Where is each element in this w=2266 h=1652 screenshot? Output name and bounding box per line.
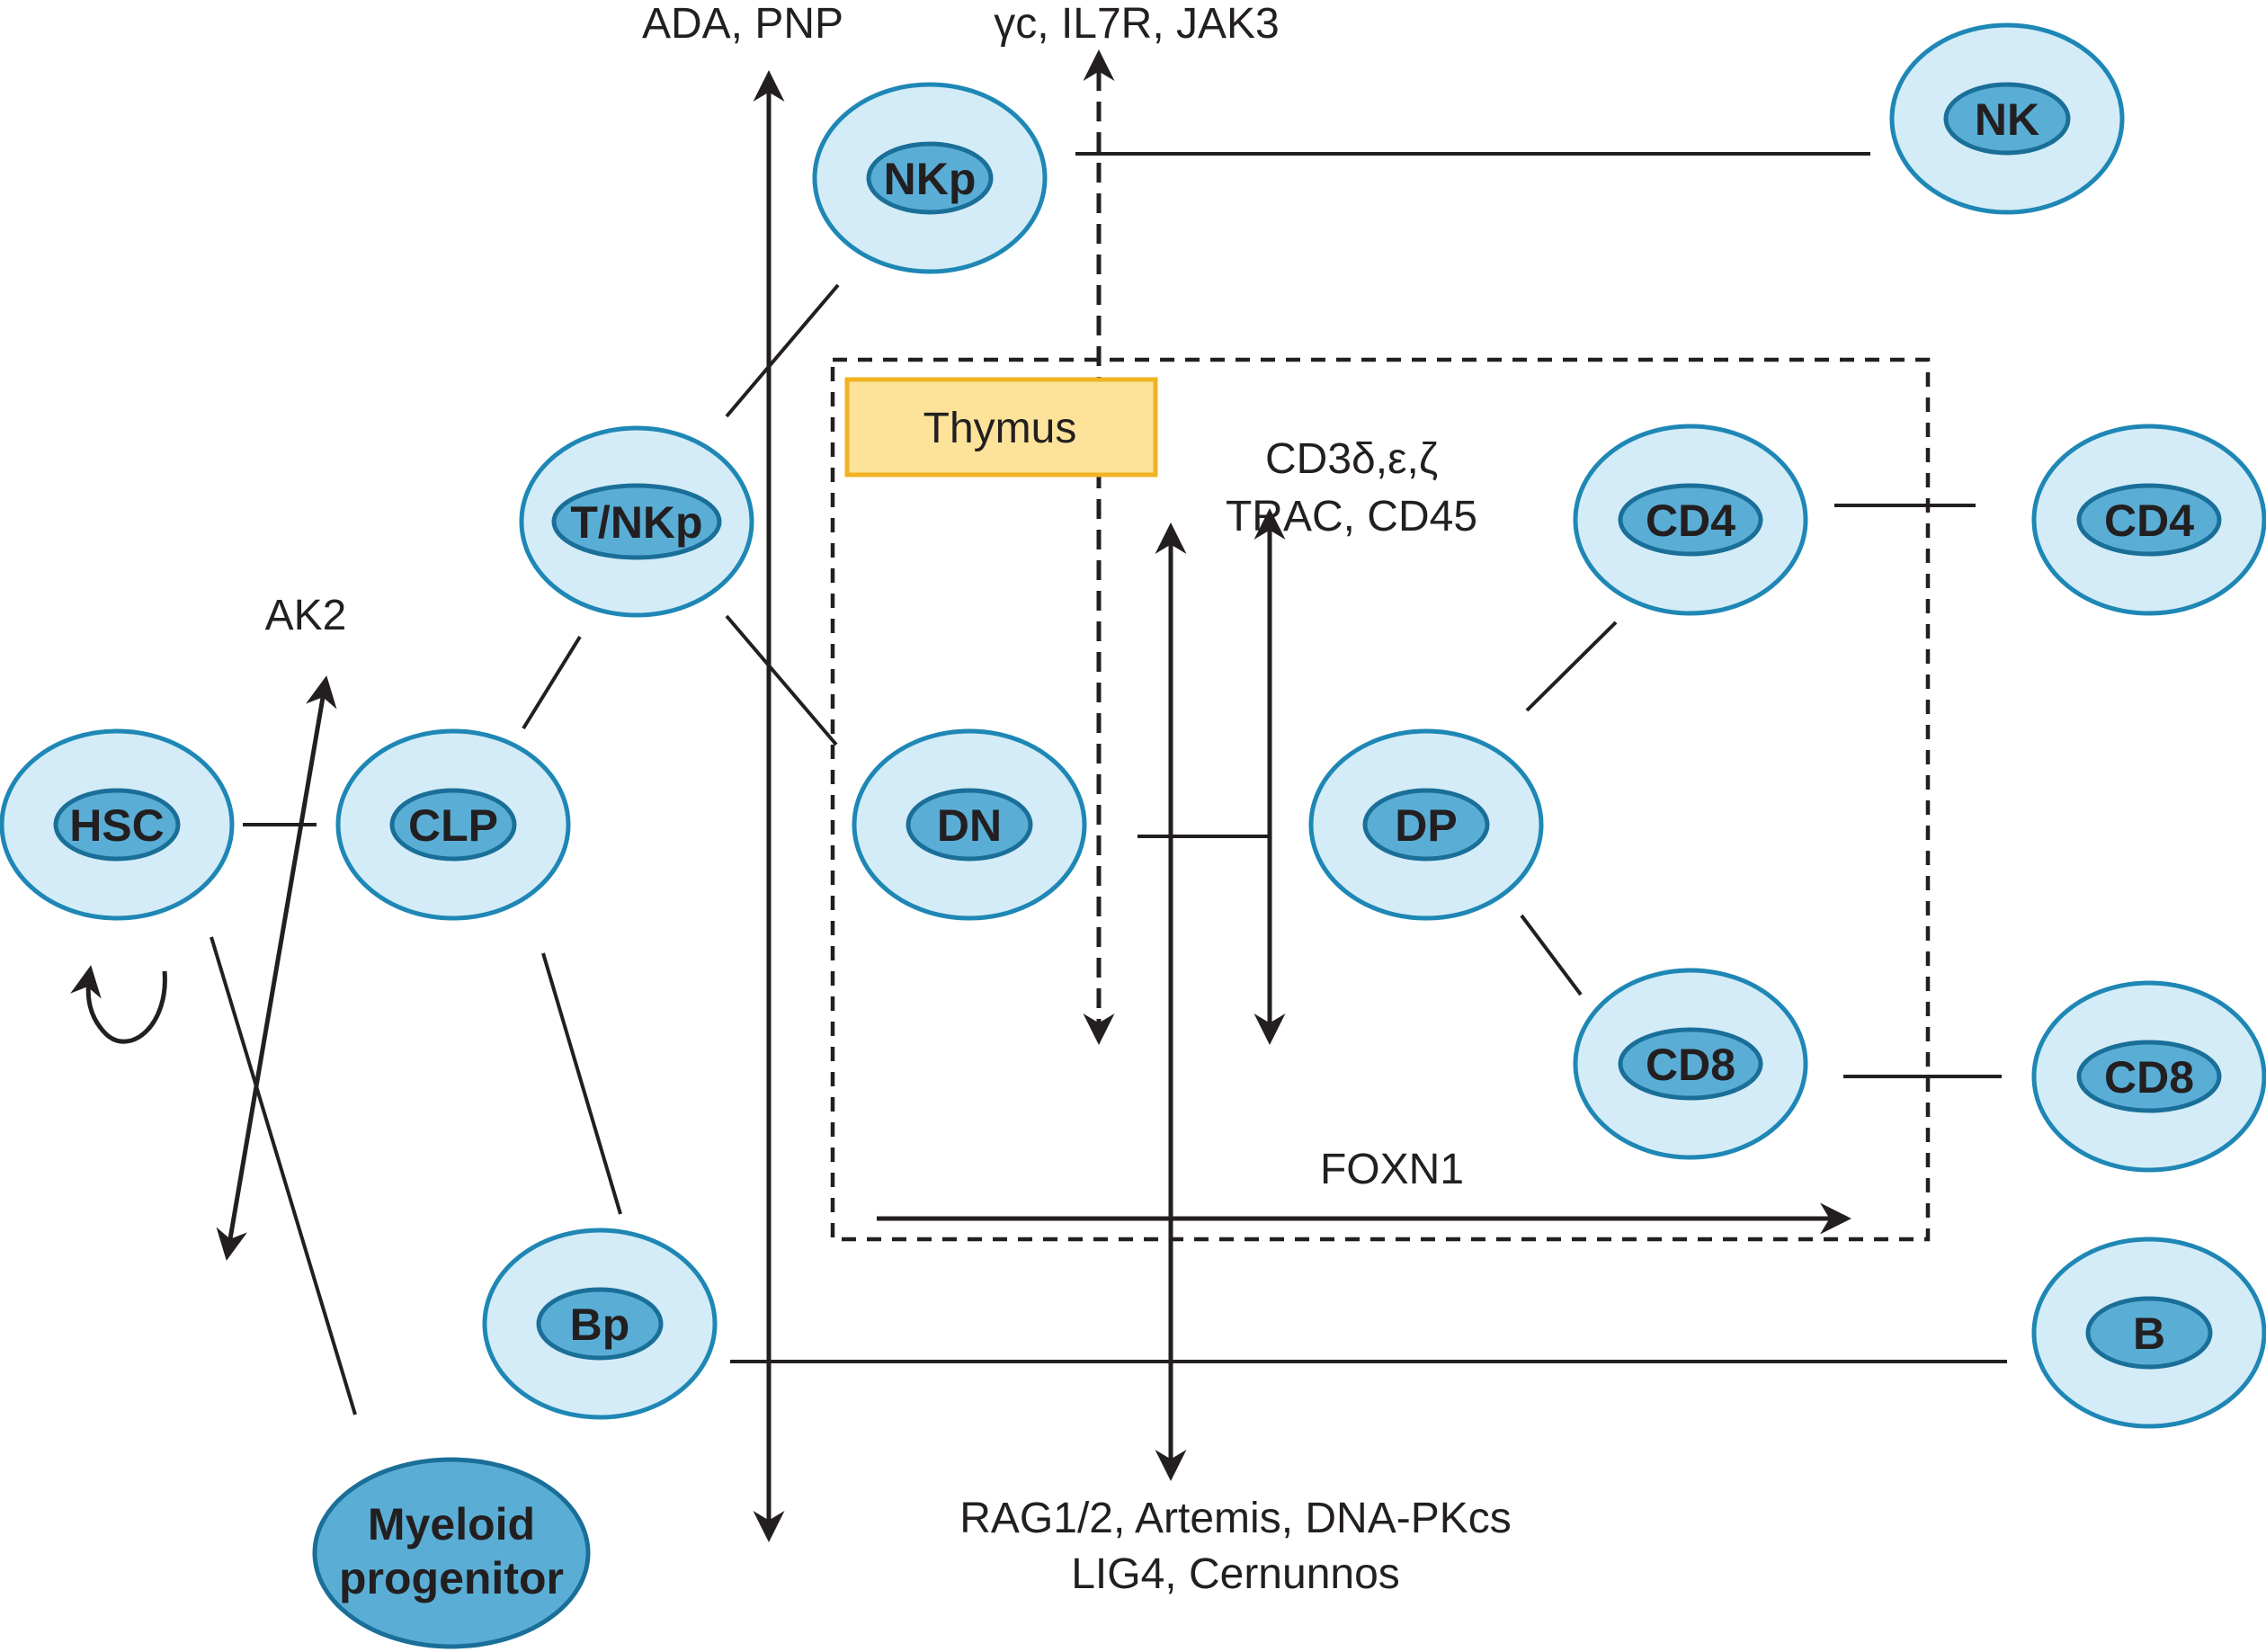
cell-label-cd8-periphery: CD8 [2104,1052,2194,1103]
cell-hsc: HSC [0,728,235,921]
cell-label-dn: DN [937,800,1002,851]
cell-tnkp: T/NKp [519,425,754,618]
gene-labels: ADA, PNP γc, IL7R, JAK3 AK2 CD3δ,ε,ζ TRA… [265,0,1512,1598]
cell-nkp: NKp [812,82,1048,274]
connector-tnkp-dn [725,614,838,746]
self-renewal-arrow [70,965,167,1044]
cell-cd8-periphery: CD8 [2031,980,2266,1173]
cell-label-myeloid-line2: progenitor [339,1553,564,1603]
connector-tnkp-nkp [725,283,840,418]
label-gamma-c: γc, IL7R, JAK3 [994,0,1279,48]
cell-dp: DP [1308,728,1544,921]
connector-clp-bp [541,952,622,1215]
thymus-label: Thymus [923,405,1077,452]
label-cd3-line1: CD3δ,ε,ζ [1265,435,1438,483]
label-ada-pnp: ADA, PNP [642,0,843,48]
connector-clp-tnkp [522,635,582,730]
lineage-connectors [210,152,2007,1415]
cell-cd8-thymus: CD8 [1573,968,1808,1160]
cell-clp: CLP [335,728,571,921]
label-ak2: AK2 [265,592,347,639]
label-rag-line2: LIG4, Cernunnos [1071,1550,1400,1598]
cell-cd4-thymus: CD4 [1573,424,1808,616]
thymus-label-box: Thymus [844,377,1158,478]
label-rag-line1: RAG1/2, Artemis, DNA-PKcs [959,1495,1511,1542]
cell-label-tnkp: T/NKp [570,497,702,548]
cell-myeloid-progenitor: Myeloid progenitor [312,1457,591,1649]
cell-dn: DN [852,728,1087,921]
label-cd3-line2: TRAC, CD45 [1226,493,1477,540]
cell-label-b: B [2133,1308,2165,1359]
block-arrows [70,49,1851,1542]
thymus-boundary [830,357,1931,1242]
cell-label-bp: Bp [570,1299,630,1350]
cell-b: B [2031,1237,2266,1429]
cell-label-nkp: NKp [884,154,977,204]
cell-cd4-periphery: CD4 [2031,424,2266,616]
connector-dp-cd8 [1520,914,1583,996]
ak2-arrow [216,675,337,1261]
cell-label-nk: NK [1975,94,2039,145]
connector-hsc-myeloid [210,936,357,1415]
cell-label-hsc: HSC [69,800,165,851]
cell-label-myeloid-line1: Myeloid [368,1499,535,1549]
label-foxn1: FOXN1 [1320,1146,1464,1193]
cell-nk: NK [1889,22,2125,215]
cell-label-cd4-periphery: CD4 [2104,496,2194,546]
cell-label-cd8-thymus: CD8 [1646,1040,1735,1090]
connector-dp-cd4 [1525,621,1618,712]
cell-label-cd4-thymus: CD4 [1646,496,1735,546]
cell-bp: Bp [482,1228,718,1420]
cell-label-dp: DP [1395,800,1457,851]
cell-label-clp: CLP [408,800,498,851]
